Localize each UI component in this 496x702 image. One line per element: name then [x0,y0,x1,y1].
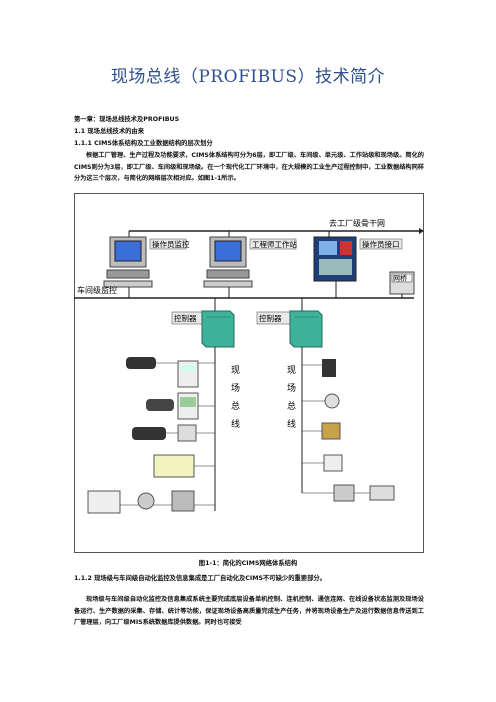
engineer-workstation: 工程师工作站 [203,236,297,288]
field-device-io-module [153,454,215,478]
field-device-valve-1 [137,492,155,510]
field-device-sensor-2 [302,454,343,472]
factory-backbone: 去工厂级骨干网 [129,218,424,234]
chapter-heading: 第一章：现场总线技术及PROFIBUS [74,116,180,123]
field-device-motor-2 [146,399,174,411]
controller-right: 控制器 [256,310,323,348]
svg-text:场: 场 [287,383,296,394]
field-device-drive-1 [177,360,199,388]
field-device-pump [171,490,195,512]
svg-text:现: 现 [231,365,240,376]
svg-text:现: 现 [287,365,296,376]
controller-label: 控制器 [174,313,197,323]
field-device-drive-3 [177,424,197,442]
svg-text:总: 总 [231,400,240,412]
cims-network-diagram: 去工厂级骨干网 操作员监控 工程师工作站 操作员接口 网桥 [74,193,424,553]
svg-text:总: 总 [287,400,296,412]
workshop-label: 车间级监控 [77,285,117,295]
controller-label: 控制器 [259,313,282,323]
field-device-transmitter [302,393,340,409]
controller-left: 控制器 [171,310,235,348]
svg-text:线: 线 [287,418,296,430]
subsection-heading: 1.1.1 CIMS体系结构及工业数据结构的层次划分 [74,140,213,147]
operator-panel: 操作员接口 [313,236,403,282]
paragraph-intro: 根据工厂管理、生产过程及功能要求，CIMS体系结构可分为6层，即工厂级、车间级、… [74,152,424,182]
field-device-flowmeter [302,484,395,502]
operator-monitoring-station: 操作员监控 [103,236,190,288]
field-device-drive-2 [177,392,215,420]
svg-text:线: 线 [231,418,240,430]
svg-text:场: 场 [231,383,240,394]
paragraph-body: 现场级与车间级自动化监控及信息集成系统主要完成底层设备单机控制、连机控制、通信连… [74,596,424,626]
gateway: 网桥 [389,271,415,295]
engineer-station-label: 工程师工作站 [252,239,297,249]
workshop-bus: 车间级监控 [74,285,414,299]
figure-caption: 图1-1：简化的CIMS网络体系结构 [198,560,298,567]
subsection-heading-2: 1.1.2 现场级与车间级自动化监控及信息集成是工厂自动化及CIMS不可缺少的重… [74,575,326,582]
fieldbus-label-left: 现 场 总 线 [231,365,240,430]
fieldbus-label-right: 现 场 总 线 [287,365,296,430]
page-title: 现场总线（PROFIBUS）技术简介 [110,67,386,87]
field-device-plc [87,490,215,514]
field-device-valve-2 [302,422,341,440]
operator-panel-label: 操作员接口 [362,239,400,249]
backbone-label: 去工厂级骨干网 [329,218,385,228]
field-device-sensor-1 [302,359,336,377]
section-heading: 1.1 现场总线技术的由来 [74,128,145,135]
gateway-label: 网桥 [393,274,407,283]
operator-station-label: 操作员监控 [152,239,190,249]
